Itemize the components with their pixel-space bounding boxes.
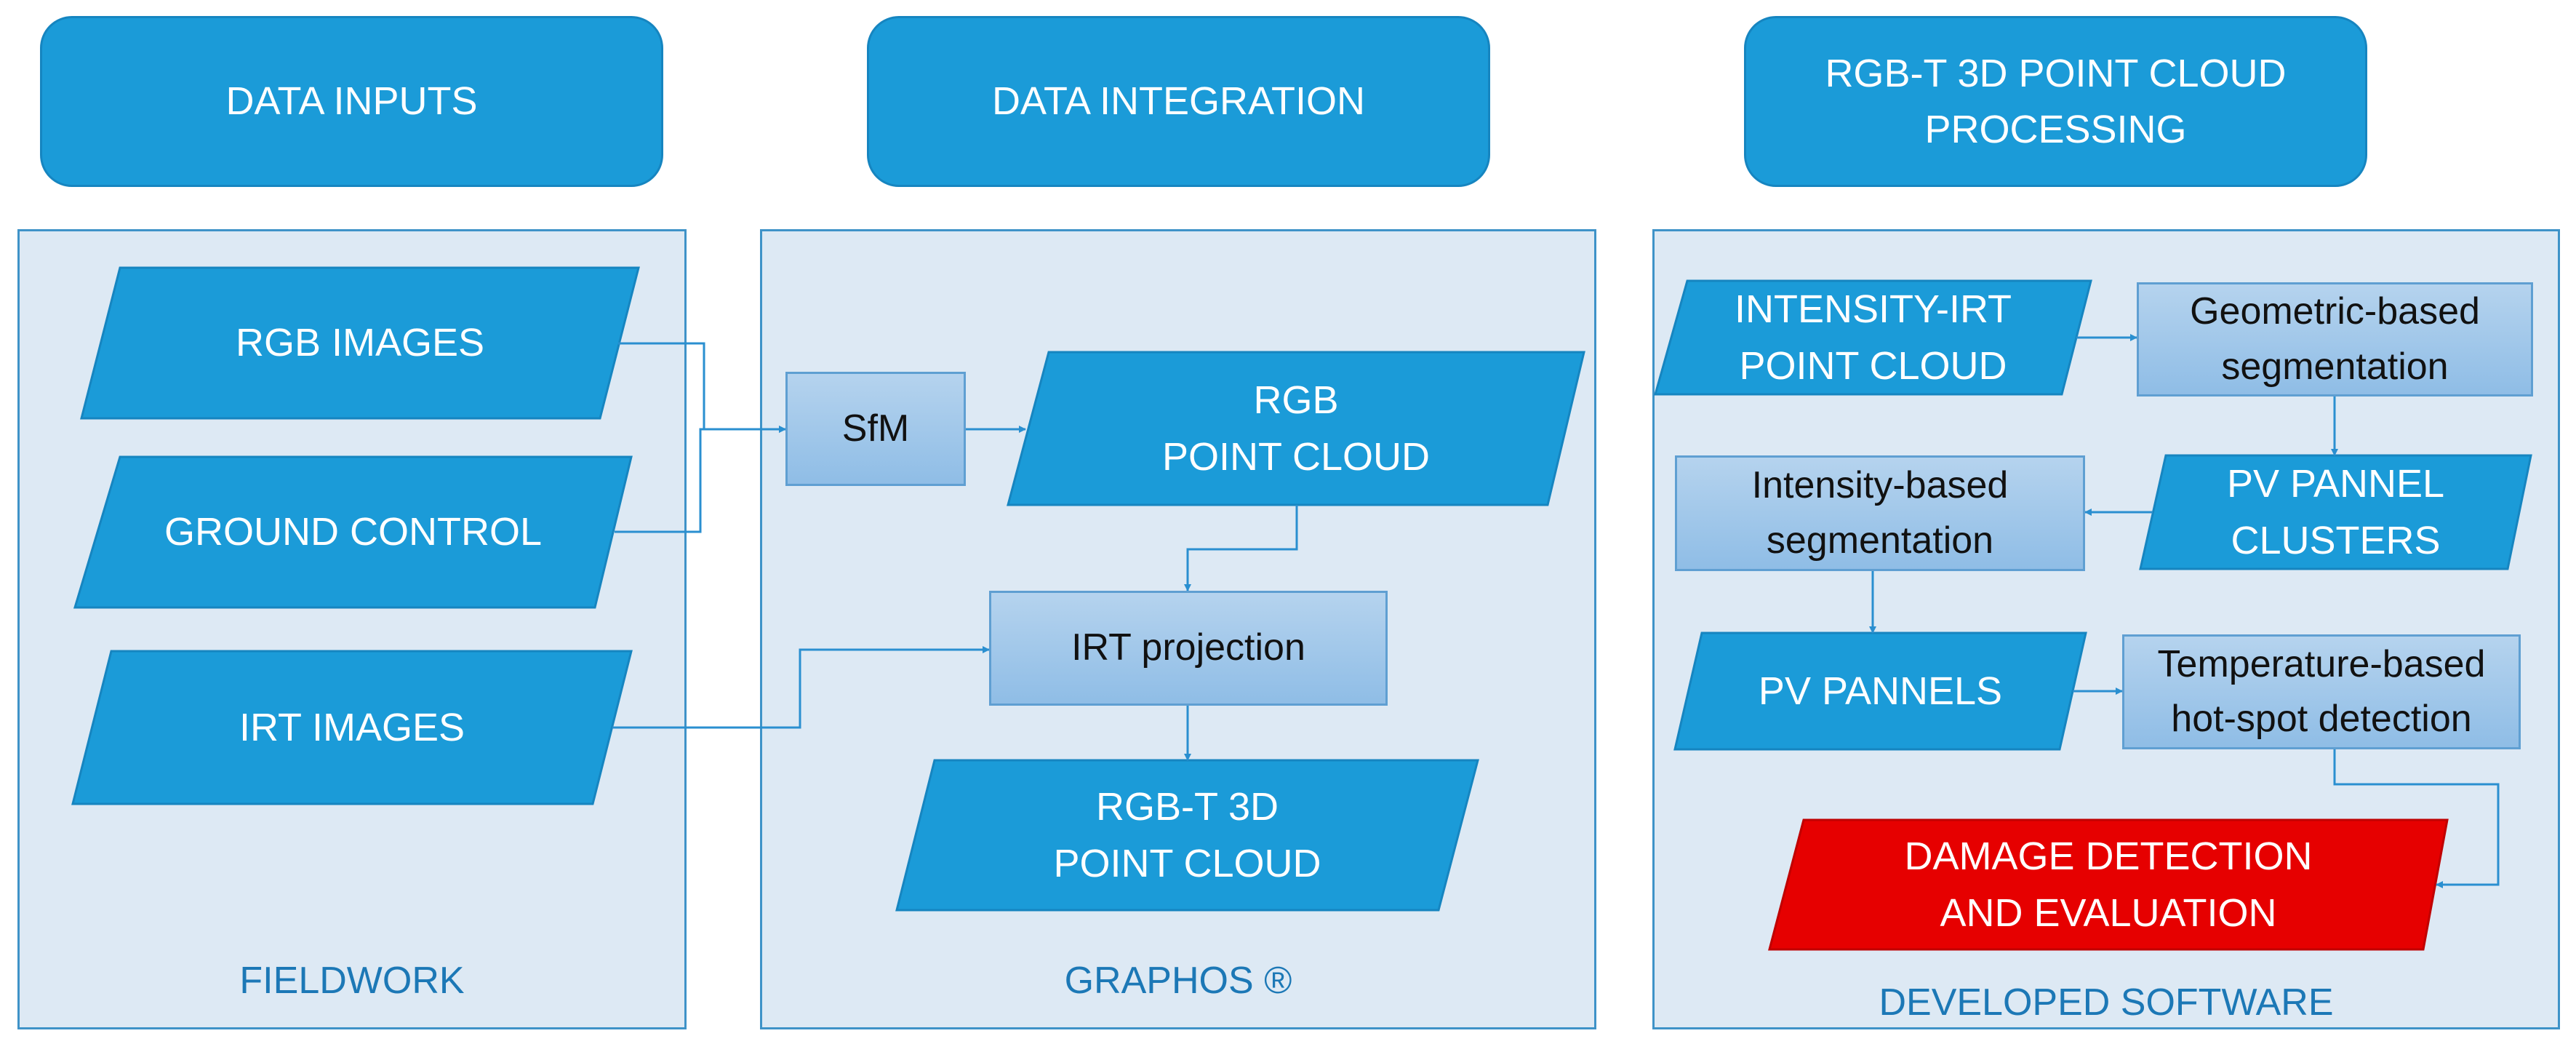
node-geometric-segmentation: Geometric-based segmentation <box>2137 282 2533 397</box>
irt-images-shape <box>71 650 633 805</box>
ground-control-shape <box>73 455 633 609</box>
node-rgbt-point-cloud: RGB-T 3D POINT CLOUD <box>1053 784 1321 885</box>
node-pv-pannel-clusters: PV PANNEL CLUSTERS <box>2226 461 2445 562</box>
pv-pannels-shape <box>1673 631 2087 751</box>
arrow-rgbpc-to-irtproj <box>1184 505 1298 591</box>
rgbt-point-cloud-shape <box>895 759 1479 912</box>
node-irt-images: IRT IMAGES <box>239 705 465 749</box>
node-intensity-segmentation: Intensity-based segmentation <box>1675 455 2085 571</box>
arrow-rgb-to-sfm <box>618 342 786 433</box>
panel-label-developed-software: DEVELOPED SOFTWARE <box>1879 981 2334 1024</box>
arrow-temp-to-damage <box>2333 749 2500 888</box>
node-pv-pannels: PV PANNELS <box>1758 669 2003 713</box>
node-ground-control: GROUND CONTROL <box>164 510 542 554</box>
node-intensity-irt-point-cloud: INTENSITY-IRT POINT CLOUD <box>1734 287 2012 388</box>
node-irt-projection: IRT projection <box>989 591 1388 706</box>
panel-label-fieldwork: FIELDWORK <box>239 960 465 1002</box>
node-temperature-hotspot: Temperature-based hot-spot detection <box>2122 634 2521 749</box>
node-sfm: SfM <box>785 372 966 486</box>
arrow-gcp-to-sfm <box>615 426 786 533</box>
intensity-irt-shape <box>1654 279 2092 396</box>
arrow-irt-to-irtproj <box>612 646 990 729</box>
rgb-images-shape <box>80 266 640 420</box>
rgb-point-cloud-shape <box>1007 351 1585 506</box>
pv-clusters-shape <box>2139 454 2532 570</box>
damage-shape <box>1768 818 2449 951</box>
node-damage-detection: DAMAGE DETECTION AND EVALUATION <box>1904 834 2313 935</box>
panel-label-graphos: GRAPHOS ® <box>1064 960 1292 1002</box>
header-data-integration: DATA INTEGRATION <box>867 16 1490 187</box>
node-rgb-images: RGB IMAGES <box>235 321 485 365</box>
header-data-inputs: DATA INPUTS <box>40 16 663 187</box>
node-rgb-point-cloud: RGB POINT CLOUD <box>1161 378 1431 479</box>
header-point-cloud-processing: RGB-T 3D POINT CLOUD PROCESSING <box>1744 16 2367 187</box>
